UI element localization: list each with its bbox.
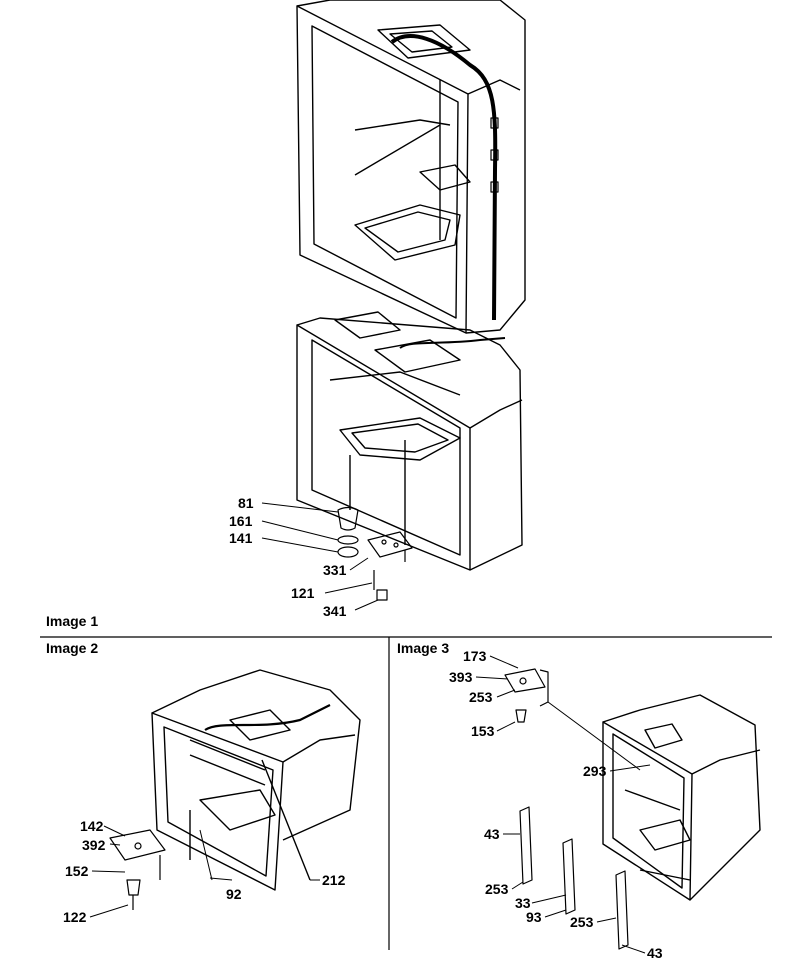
callout-142: 142 <box>80 818 104 834</box>
image2-wire-harness <box>204 704 331 731</box>
callout-293: 293 <box>583 763 607 779</box>
callout-393: 393 <box>449 669 473 685</box>
upper-wire-harness <box>390 34 498 321</box>
callout-121: 121 <box>291 585 315 601</box>
callout-212: 212 <box>322 872 346 888</box>
p2-hinge-parts <box>109 829 166 910</box>
p2-leader-lines <box>89 825 320 918</box>
p3-hinge-parts <box>504 668 549 723</box>
upper-hinge-clips <box>490 117 499 193</box>
panel-title-image1: Image 1 <box>46 613 99 629</box>
freezer-liner-image3 <box>602 694 761 901</box>
callout-33: 33 <box>515 895 531 911</box>
callout-161: 161 <box>229 513 253 529</box>
callout-341: 341 <box>323 603 347 619</box>
callout-93: 93 <box>526 909 542 925</box>
callout-392: 392 <box>82 837 106 853</box>
panel-title-image3: Image 3 <box>397 640 450 656</box>
callout-253-top: 253 <box>469 689 493 705</box>
callout-331: 331 <box>323 562 347 578</box>
callout-43-top: 43 <box>484 826 500 842</box>
lower-wire-harness <box>399 337 506 349</box>
callout-253-bot: 253 <box>570 914 594 930</box>
callout-253-mid: 253 <box>485 881 509 897</box>
p3-leader-lines <box>475 655 651 954</box>
callout-153: 153 <box>471 723 495 739</box>
callout-81: 81 <box>238 495 254 511</box>
lower-cabinet-liner <box>296 311 523 571</box>
callout-43-bot: 43 <box>647 945 663 961</box>
p1-hinge-parts <box>337 506 413 601</box>
p1-leader-lines <box>261 502 379 611</box>
callout-173: 173 <box>463 648 487 664</box>
freezer-liner-image2 <box>151 669 361 891</box>
p3-hinge-rails <box>519 806 629 950</box>
callout-141: 141 <box>229 530 253 546</box>
panel-title-image2: Image 2 <box>46 640 99 656</box>
callout-152: 152 <box>65 863 89 879</box>
upper-cabinet-liner <box>296 0 526 334</box>
callout-122: 122 <box>63 909 87 925</box>
panel-dividers <box>40 636 772 950</box>
callout-92: 92 <box>226 886 242 902</box>
